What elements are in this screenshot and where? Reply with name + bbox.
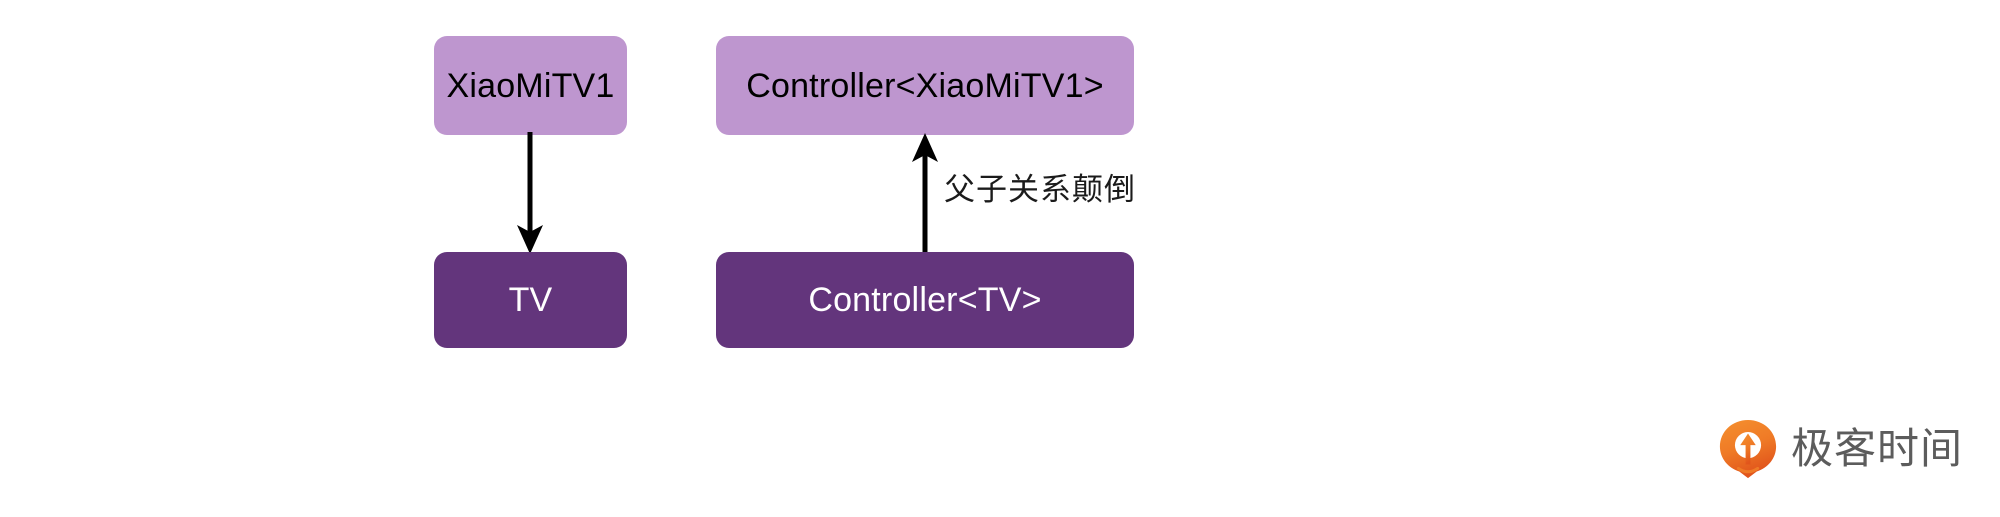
- node-controller-xiaomitv1-label: Controller<XiaoMiTV1>: [746, 66, 1104, 105]
- node-xiaomitv1-label: XiaoMiTV1: [446, 66, 615, 105]
- node-xiaomitv1[interactable]: XiaoMiTV1: [434, 36, 627, 135]
- node-controller-tv-label: Controller<TV>: [808, 281, 1042, 319]
- edge-right-arrowhead: [912, 133, 938, 162]
- edge-controller-tv-to-controller-xiaomitv1: [912, 133, 938, 258]
- node-controller-xiaomitv1[interactable]: Controller<XiaoMiTV1>: [716, 36, 1134, 135]
- node-tv-label: TV: [508, 281, 553, 319]
- edge-xiaomitv1-to-tv: [517, 132, 543, 254]
- node-tv[interactable]: TV: [434, 252, 627, 348]
- edge-label-parent-child-inverted: 父子关系颠倒: [944, 172, 1136, 207]
- edge-left-arrowhead: [517, 225, 543, 254]
- geektime-logo-arrow: [1740, 433, 1756, 465]
- watermark: 极客时间: [1717, 418, 1963, 480]
- watermark-text: 极客时间: [1791, 425, 1964, 472]
- geektime-logo-icon: [1719, 419, 1777, 479]
- node-controller-tv[interactable]: Controller<TV>: [716, 252, 1134, 348]
- geektime-logo-swoosh: [1736, 466, 1760, 474]
